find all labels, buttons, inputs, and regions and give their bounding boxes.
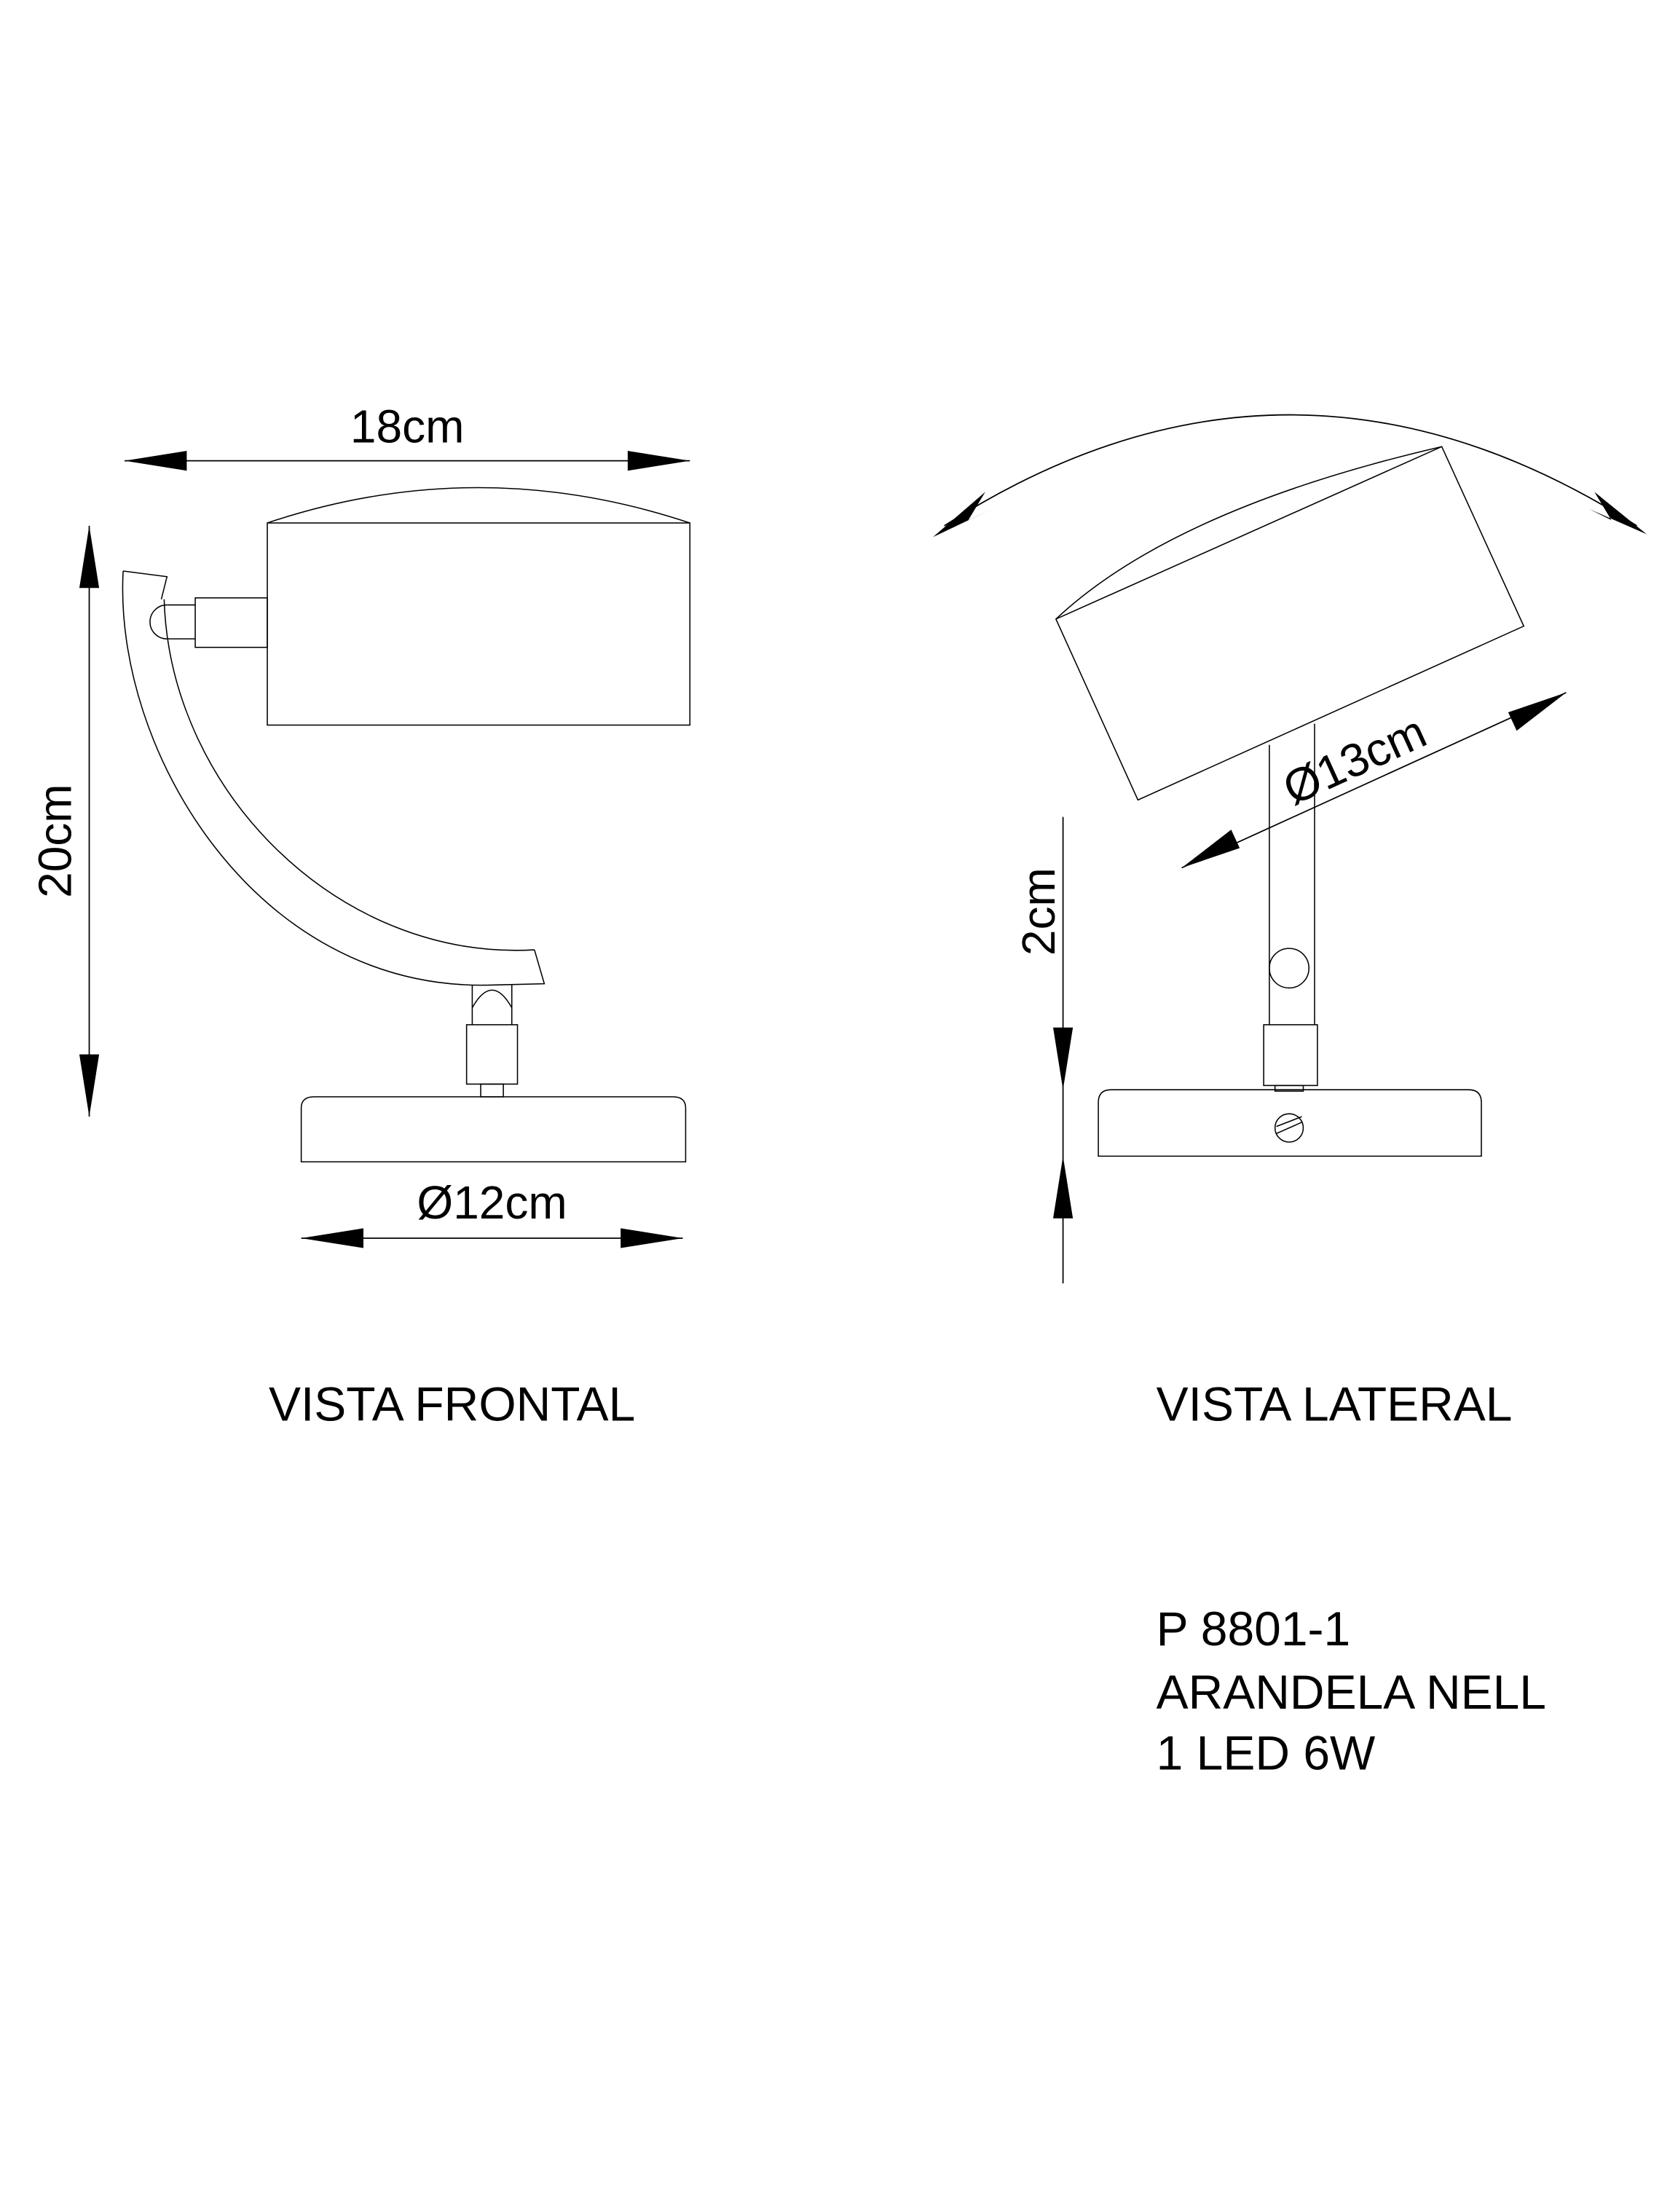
base-diameter-label: Ø12cm [417,1176,567,1229]
height-dimension-label: 20cm [28,784,81,898]
screw-icon [1274,1113,1304,1143]
side-view-title: VISTA LATERAL [1157,1377,1513,1430]
lamp-shade [267,487,691,726]
side-base [1098,1089,1482,1157]
width-dimension: 18cm [125,400,690,471]
wall-base [300,1096,687,1162]
front-view-title: VISTA FRONTAL [269,1377,635,1430]
base-height-dimension: 2cm [1012,816,1074,1284]
rotation-arc [933,414,1647,538]
side-view: Ø13cm 2cm VISTA LATERAL [933,414,1647,1430]
base-diameter-dimension: Ø12cm [301,1176,683,1248]
curved-arm [122,570,545,986]
base-connector [465,985,519,1098]
arm-joint [149,597,268,648]
base-height-label: 2cm [1012,867,1065,956]
product-info: P 8801-1 ARANDELA NELL 1 LED 6W [1157,1602,1546,1780]
front-view: 18cm 20cm [28,400,691,1430]
width-dimension-label: 18cm [350,400,465,452]
shade-diameter-label: Ø13cm [1275,705,1434,815]
shade-diameter-dimension: Ø13cm [1181,692,1567,869]
stem [1263,723,1318,1092]
height-dimension: 20cm [28,525,100,1117]
product-name: ARANDELA NELL [1157,1665,1546,1719]
product-spec: 1 LED 6W [1157,1726,1376,1780]
tilted-shade [1055,446,1525,801]
product-code: P 8801-1 [1157,1602,1351,1656]
